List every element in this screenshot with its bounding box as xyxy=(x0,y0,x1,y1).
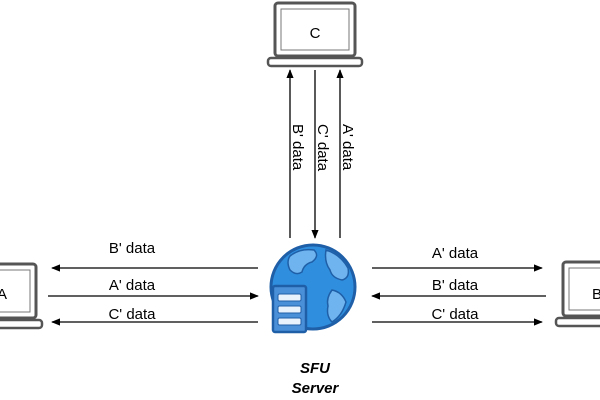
laptop-b: B xyxy=(554,260,600,328)
label-left-c-prime: C' data xyxy=(108,306,156,323)
label-left-a-prime: A' data xyxy=(109,277,156,294)
laptop-c: C xyxy=(266,1,364,68)
label-right-a-prime: A' data xyxy=(432,245,479,262)
laptop-a: A xyxy=(0,262,44,330)
globe-server-icon xyxy=(269,243,357,334)
label-left-b-prime: B' data xyxy=(109,240,156,257)
server-label-line2: Server xyxy=(292,380,340,397)
label-right-c-prime: C' data xyxy=(431,306,479,323)
server-label-line1: SFU xyxy=(300,360,331,377)
node-label-c: C xyxy=(310,25,321,42)
label-top-b-prime: B' data xyxy=(289,124,306,171)
label-right-b-prime: B' data xyxy=(432,277,479,294)
node-label-b: B xyxy=(592,286,600,303)
label-top-c-prime: C' data xyxy=(314,124,331,172)
node-label-a: A xyxy=(0,286,7,303)
laptop-icon xyxy=(0,262,44,330)
laptop-icon xyxy=(266,1,364,68)
laptop-icon xyxy=(554,260,600,328)
label-top-a-prime: A' data xyxy=(339,124,356,171)
